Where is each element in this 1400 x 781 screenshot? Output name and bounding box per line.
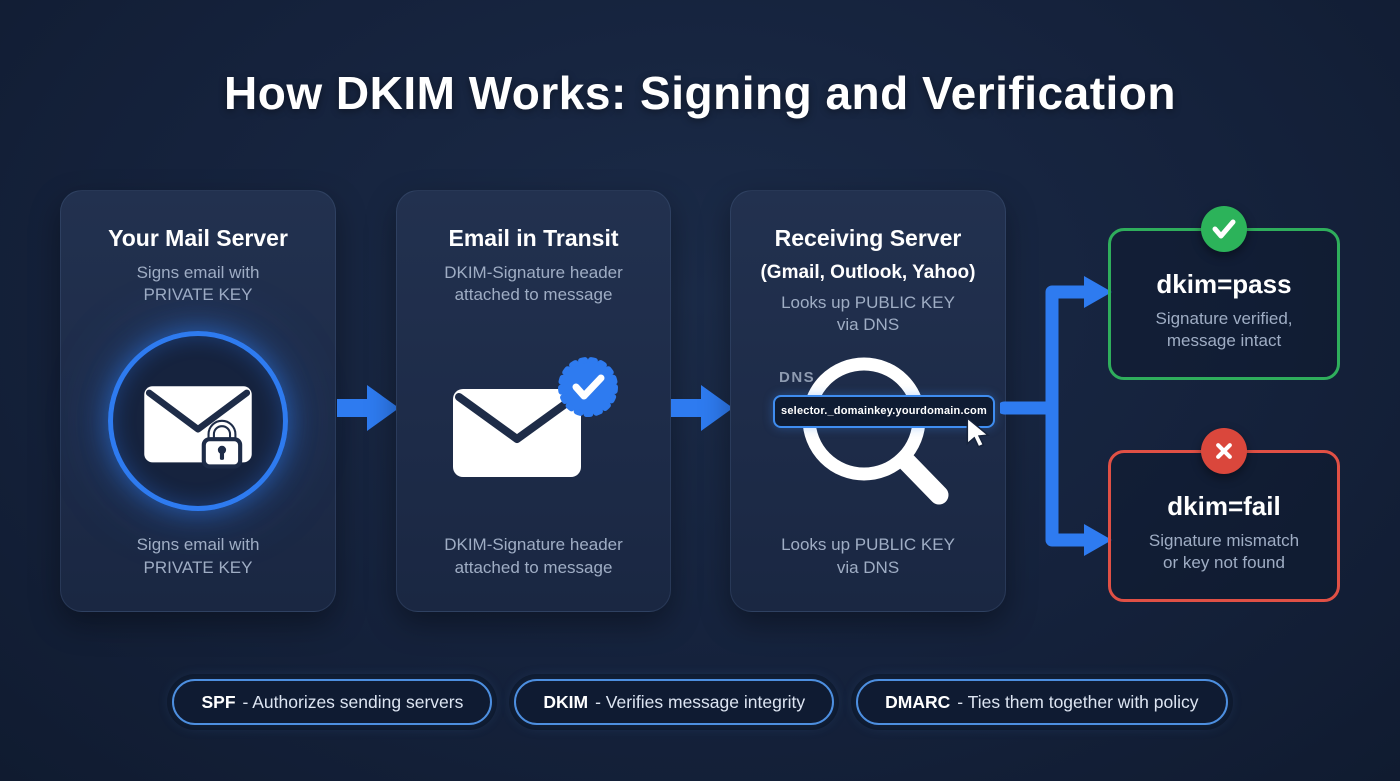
card-subtitle: Looks up PUBLIC KEY via DNS bbox=[781, 293, 955, 335]
outcome-label: dkim=pass bbox=[1156, 269, 1292, 299]
arrow-right-icon bbox=[671, 385, 733, 431]
badge-spf: SPF - Authorizes sending servers bbox=[172, 679, 493, 725]
card-caption: Signs email with PRIVATE KEY bbox=[136, 535, 260, 577]
card-caption: Looks up PUBLIC KEY via DNS bbox=[781, 535, 955, 577]
badge-dmarc: DMARC - Ties them together with policy bbox=[856, 679, 1228, 725]
badge-text: - Authorizes sending servers bbox=[242, 691, 464, 712]
card-caption: DKIM-Signature header attached to messag… bbox=[444, 535, 623, 577]
arrow-right-icon bbox=[337, 385, 399, 431]
badge-term: DMARC bbox=[885, 691, 951, 712]
card-your-mail-server: Your Mail Server Signs email with PRIVAT… bbox=[60, 190, 336, 612]
badge-term: DKIM bbox=[543, 691, 589, 712]
card-receiving-server: Receiving Server (Gmail, Outlook, Yahoo)… bbox=[730, 190, 1006, 612]
outcome-label: dkim=fail bbox=[1167, 491, 1281, 521]
x-icon bbox=[1201, 428, 1247, 474]
branch-connector bbox=[1000, 276, 1112, 556]
card-title: Email in Transit bbox=[448, 225, 619, 251]
card-subtitle: DKIM-Signature header attached to messag… bbox=[444, 263, 623, 305]
outcome-fail-box: dkim=fail Signature mismatch or key not … bbox=[1108, 428, 1340, 602]
card-email-in-transit: Email in Transit DKIM-Signature header a… bbox=[396, 190, 671, 612]
badge-text: - Verifies message integrity bbox=[595, 691, 806, 712]
icon-area bbox=[77, 307, 319, 534]
dns-label: DNS bbox=[779, 368, 816, 386]
card-subtitle: Signs email with PRIVATE KEY bbox=[136, 263, 260, 305]
outcome-pass-box: dkim=pass Signature verified, message in… bbox=[1108, 206, 1340, 380]
envelope-seal-check-icon bbox=[452, 356, 618, 477]
outcome-description: Signature mismatch or key not found bbox=[1148, 531, 1300, 573]
card-title: Receiving Server bbox=[774, 225, 962, 251]
badge-term: SPF bbox=[201, 691, 236, 712]
badge-dkim: DKIM - Verifies message integrity bbox=[514, 679, 835, 725]
cursor-icon bbox=[966, 416, 991, 448]
dns-query-box: selector._domainkey.yourdomain.com bbox=[773, 394, 995, 428]
badge-text: - Ties them together with policy bbox=[957, 691, 1199, 712]
dns-lookup-area: DNS selector._domainkey.yourdomain.com bbox=[747, 337, 995, 534]
card-title-secondary: (Gmail, Outlook, Yahoo) bbox=[760, 262, 976, 283]
legend-badges: SPF - Authorizes sending servers DKIM - … bbox=[0, 679, 1400, 725]
icon-area bbox=[413, 307, 654, 534]
card-title: Your Mail Server bbox=[108, 225, 288, 251]
magnifier-icon bbox=[802, 357, 949, 505]
page-title: How DKIM Works: Signing and Verification bbox=[224, 67, 1176, 119]
glow-ring bbox=[108, 330, 288, 511]
envelope-lock-icon bbox=[144, 385, 252, 469]
check-icon bbox=[1201, 206, 1247, 252]
outcome-description: Signature verified, message intact bbox=[1155, 309, 1293, 351]
